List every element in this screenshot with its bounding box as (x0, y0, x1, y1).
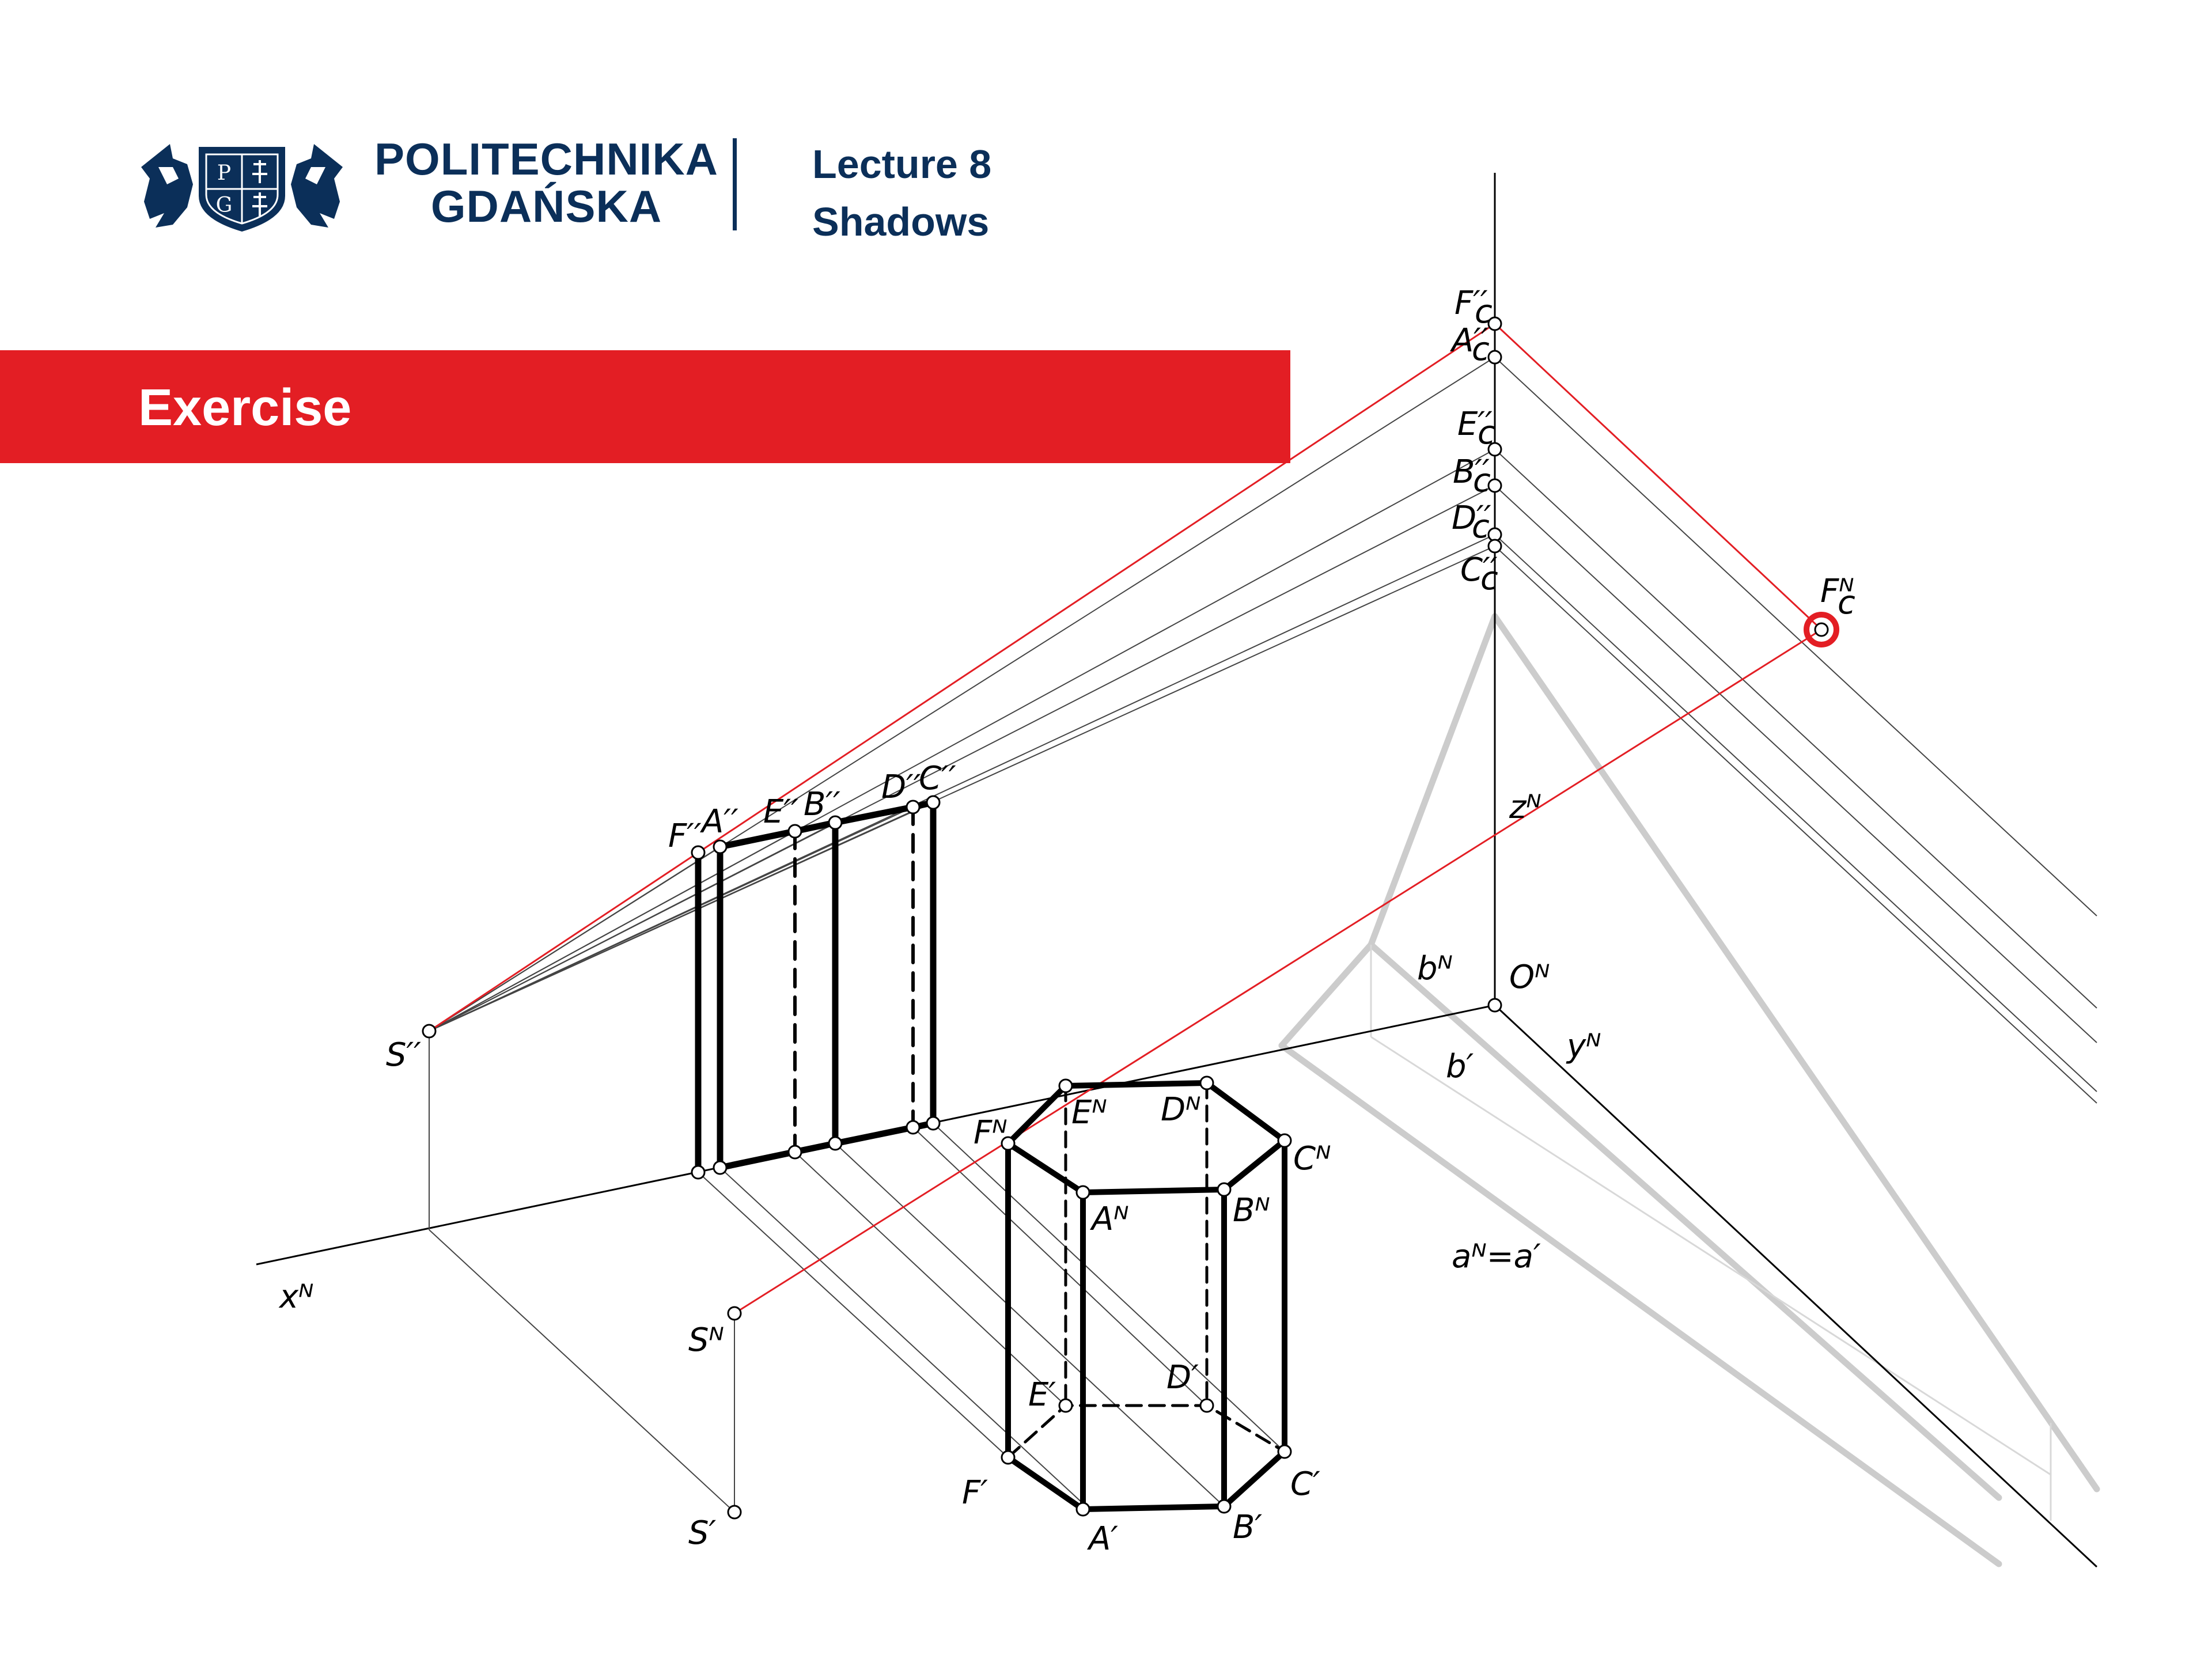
label-a-c2: A′′ (1450, 322, 1488, 359)
label-d-1: D′ (1166, 1359, 1199, 1396)
label-d-c2: D′′ (1452, 499, 1491, 537)
labels: F′′ c A′′ c E′′ c B′′ c D′′ c C′′ c Fᴺ c… (278, 285, 1855, 1558)
label-sub-c: c (1472, 331, 1490, 368)
label-d2: D′′ (881, 768, 921, 806)
lecture-number: Lecture 8 (812, 142, 992, 187)
label-f2: F′′ (668, 817, 702, 855)
label-d-n: Dᴺ (1161, 1091, 1201, 1128)
label-s1: S′ (688, 1514, 717, 1552)
logo-letter-g: G (216, 194, 233, 217)
label-f-1: F′ (962, 1474, 988, 1512)
label-e-n: Eᴺ (1071, 1094, 1107, 1131)
hexagonal-prism (1005, 1080, 1287, 1512)
label-sn: Sᴺ (688, 1321, 724, 1359)
label-sub-c: c (1475, 293, 1493, 331)
axes (256, 173, 2098, 1568)
section-banner: Exercise (0, 350, 1290, 463)
red-rays (429, 323, 1823, 1315)
grey-construction (1278, 613, 2100, 1567)
label-a-equal: aᴺ=a′ (1452, 1238, 1541, 1275)
section-title: Exercise (138, 379, 352, 437)
label-e-c2: E′′ (1457, 406, 1493, 443)
lecture-topic: Shadows (812, 199, 990, 244)
university-name-line1: POLITECHNIKA (374, 134, 718, 184)
university-logo-icon: P G (141, 144, 343, 232)
label-b2: B′′ (804, 786, 840, 823)
label-c2: C′′ (919, 760, 956, 797)
label-c-n: Cᴺ (1293, 1140, 1331, 1177)
university-name-line2: GDAŃSKA (430, 181, 662, 232)
highlight-point-f-shadow (1804, 612, 1839, 647)
label-a2: A′′ (700, 803, 738, 840)
lecture-info: Lecture 8 Shadows (812, 135, 991, 251)
label-c-1: C′ (1290, 1465, 1320, 1503)
label-origin: Oᴺ (1509, 959, 1550, 996)
label-f-n: Fᴺ (974, 1114, 1007, 1152)
label-z-axis: zᴺ (1509, 789, 1541, 826)
label-b-1: b′ (1446, 1048, 1474, 1085)
label-y-axis: yᴺ (1566, 1028, 1601, 1065)
label-x-axis: xᴺ (278, 1278, 314, 1316)
point-markers (422, 316, 1829, 1520)
label-a-n: Aᴺ (1090, 1200, 1129, 1238)
header: P G POLITECHNIKA GDAŃSKA Lecture 8 Shado… (0, 0, 2212, 346)
header-divider (733, 138, 737, 230)
label-b-n2: Bᴺ (1233, 1192, 1270, 1229)
grey-thin-lines (1370, 945, 2052, 1521)
label-f-c2: F′′ (1455, 285, 1488, 322)
label-sub-c: c (1473, 462, 1491, 499)
wall-shadow (695, 799, 937, 1176)
logo-letter-p: P (217, 161, 231, 185)
label-f-cn: Fᴺ (1820, 573, 1854, 610)
label-sub-c: c (1838, 584, 1855, 622)
label-a-1: A′ (1087, 1520, 1118, 1558)
university-name: POLITECHNIKA GDAŃSKA (374, 135, 718, 230)
label-sub-c: c (1478, 414, 1495, 452)
label-s2: S′′ (386, 1036, 421, 1074)
label-sub-c: c (1480, 560, 1498, 597)
label-e-1: E′ (1028, 1376, 1056, 1414)
label-sub-c: c (1472, 508, 1490, 546)
label-b-n: bᴺ (1417, 950, 1453, 987)
label-b-1-point: B′ (1233, 1509, 1262, 1546)
label-e2: E′′ (763, 793, 798, 831)
projection-rays (429, 357, 2097, 1513)
label-c-c2: C′′ (1460, 551, 1498, 589)
label-b-c2: B′′ (1453, 453, 1490, 491)
